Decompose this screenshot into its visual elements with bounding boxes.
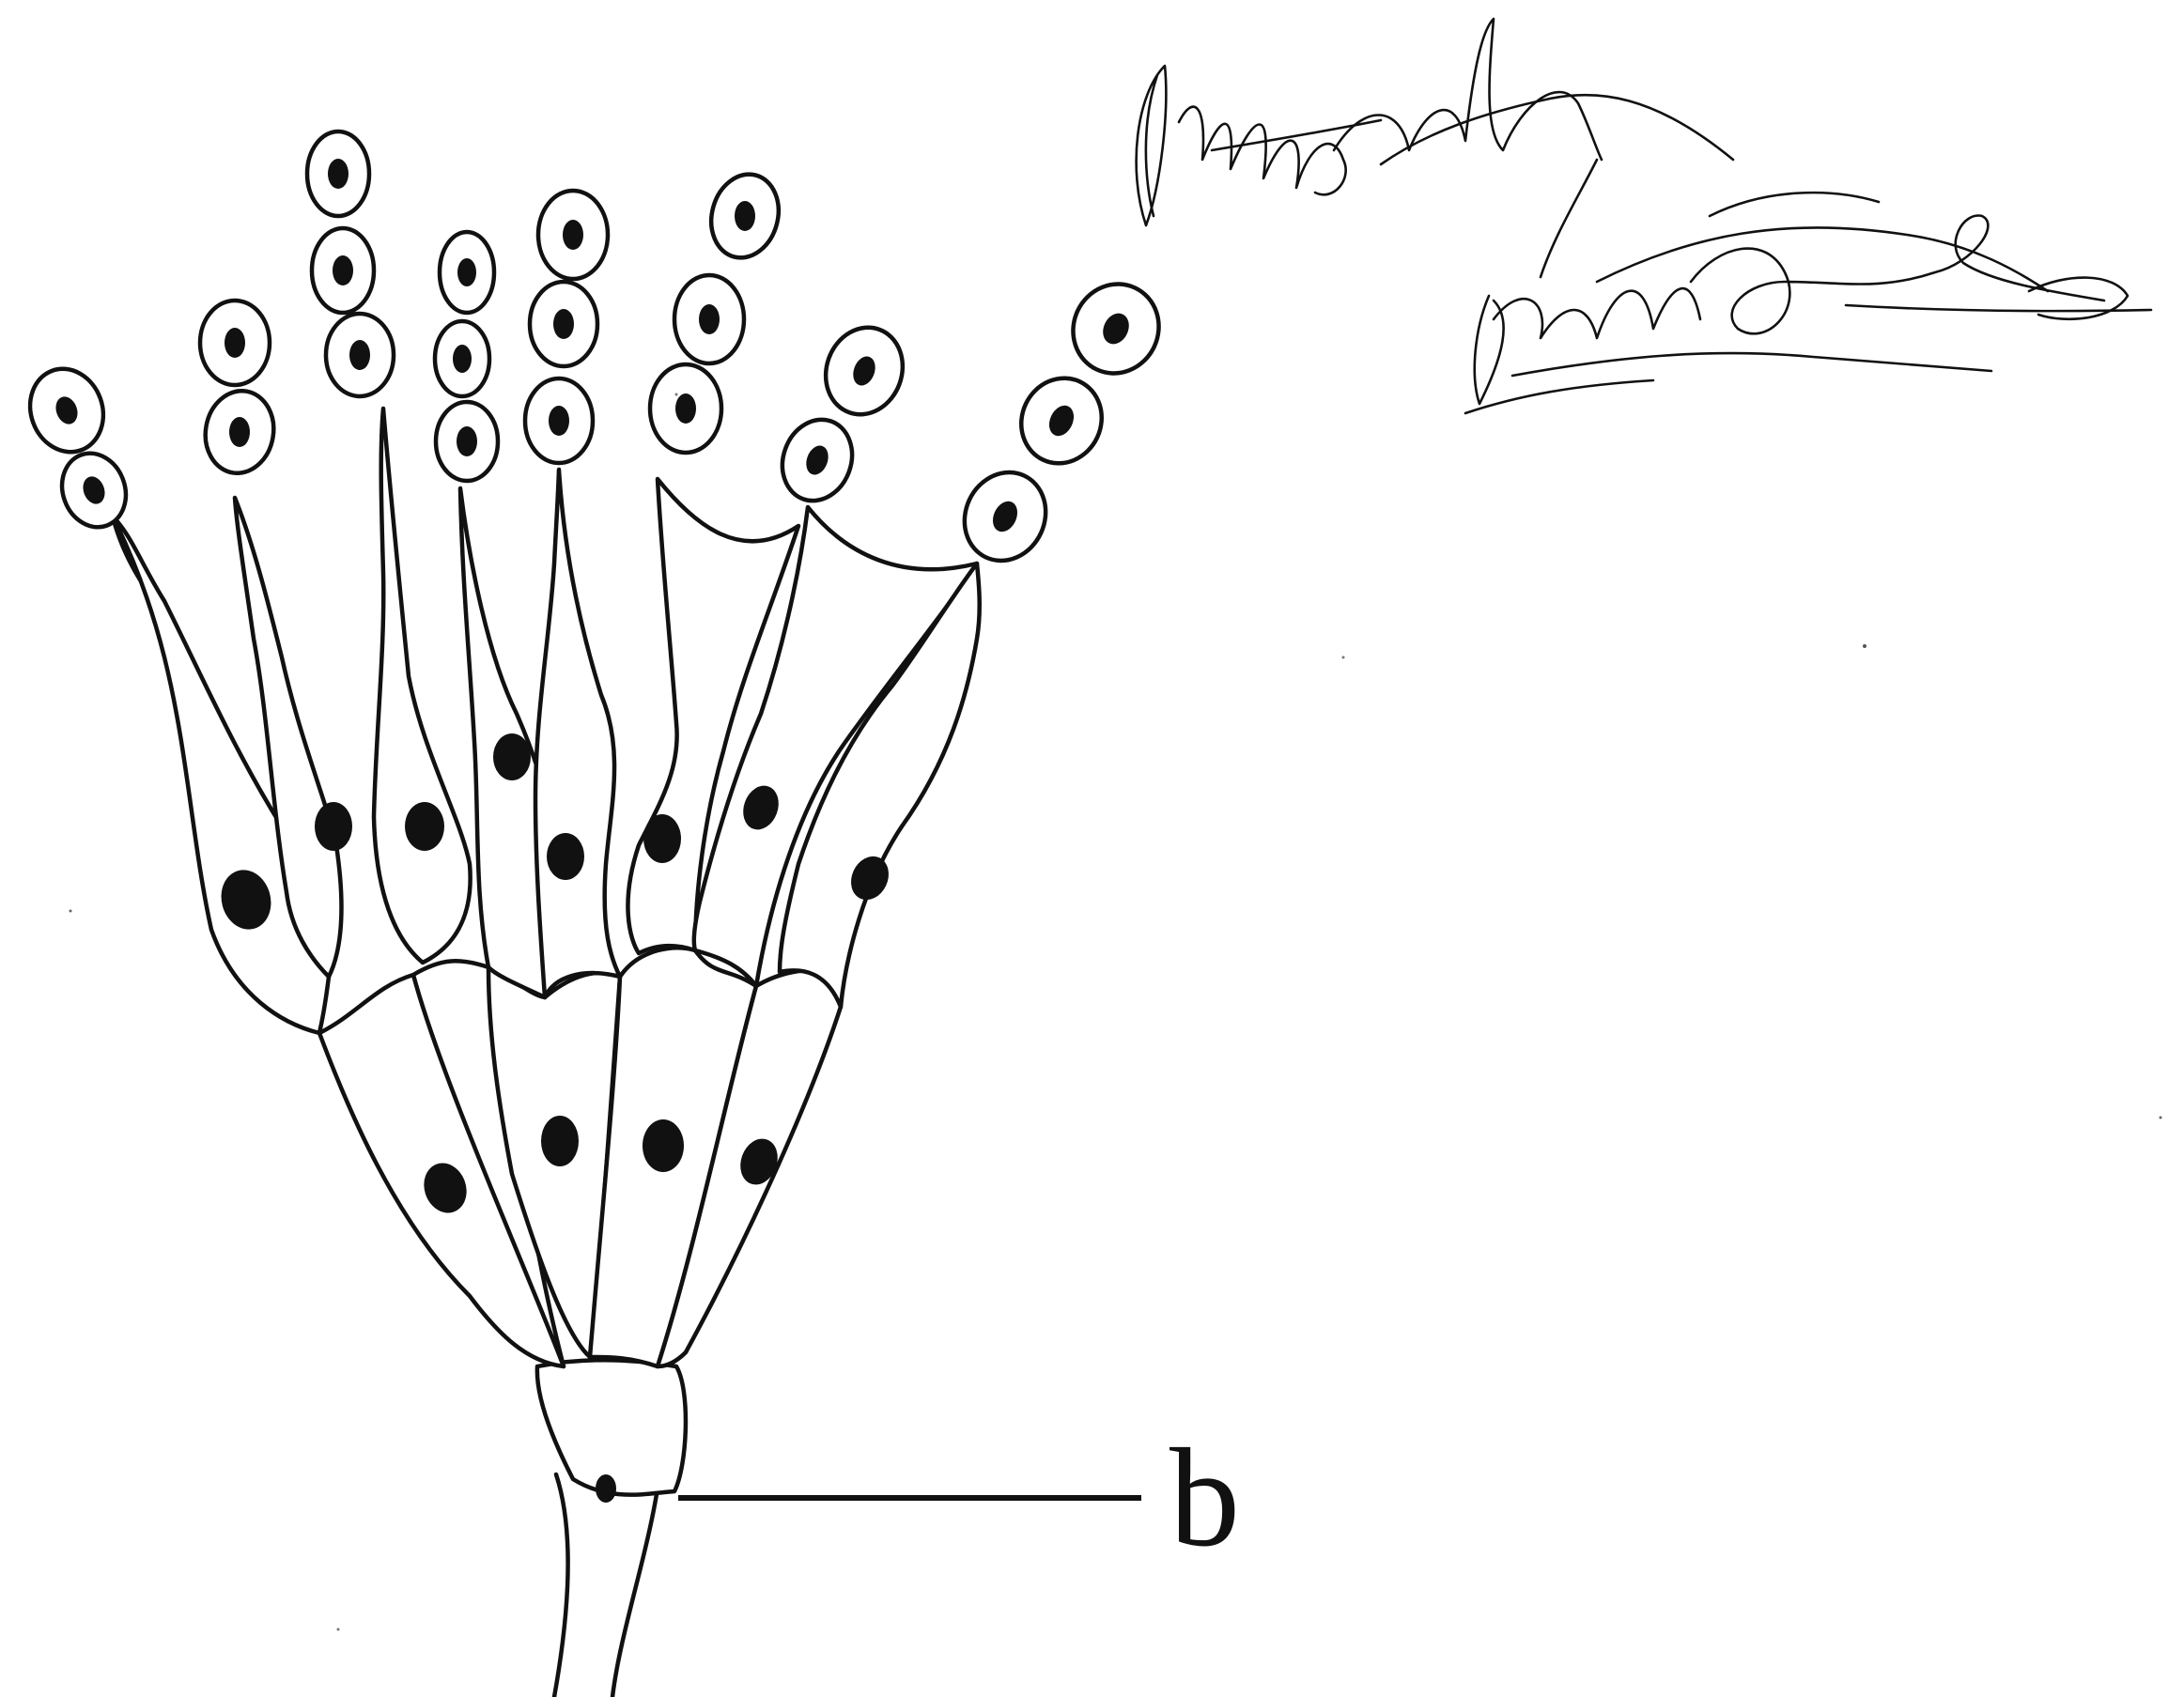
label-b-callout: b <box>678 1420 1240 1576</box>
basal-cell <box>537 1360 686 1494</box>
phialides <box>113 409 980 1033</box>
stipe <box>554 1474 658 1697</box>
handwritten-signature <box>1137 19 2151 413</box>
conidia-chains <box>19 131 1173 574</box>
label-b: b <box>1169 1420 1240 1576</box>
basal-cell-nucleus <box>596 1474 616 1503</box>
